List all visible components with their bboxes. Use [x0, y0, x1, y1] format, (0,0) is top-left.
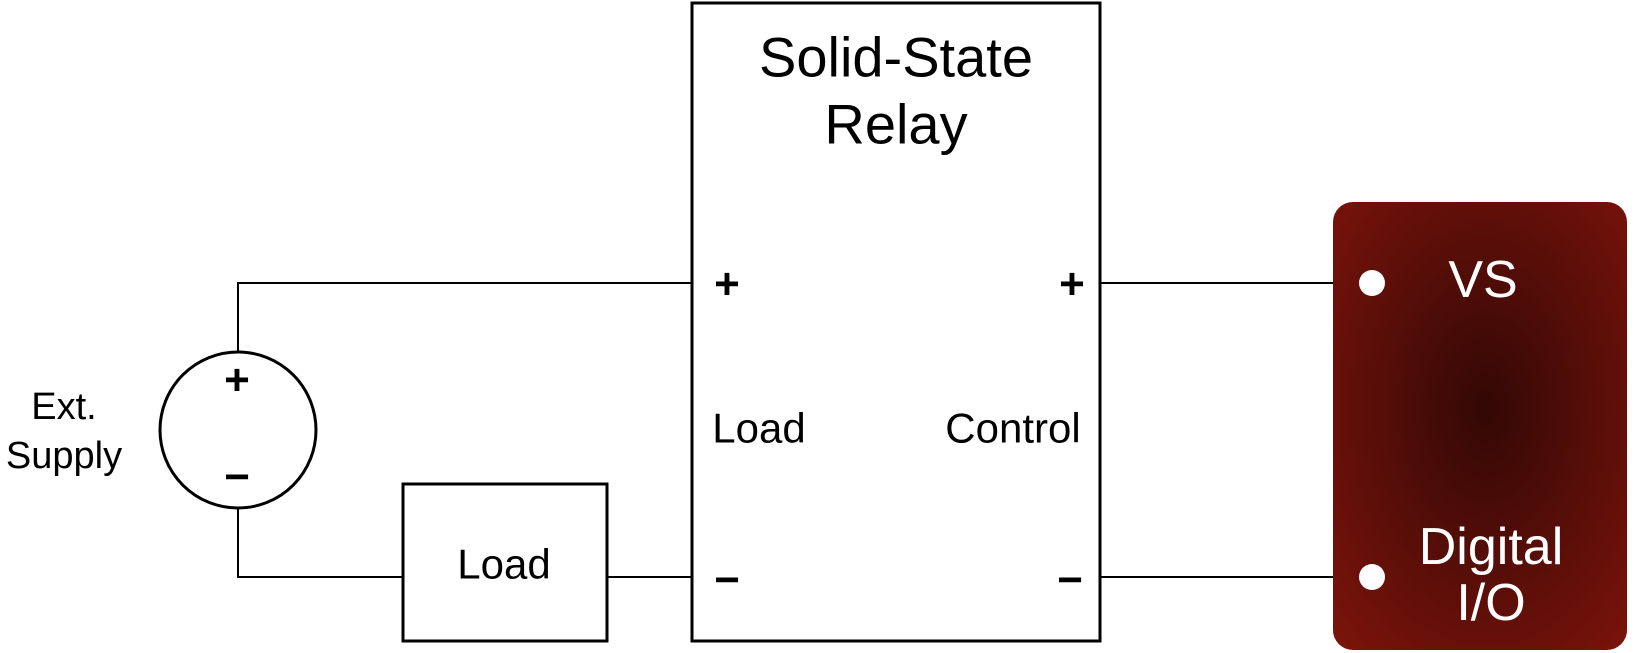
- ext-supply-minus-sign: −: [224, 453, 250, 502]
- relay-title-line1: Solid-State: [759, 26, 1033, 89]
- load-box: [401, 482, 609, 643]
- ext-supply-plus-sign: +: [224, 356, 250, 405]
- device-box: [1333, 202, 1627, 650]
- relay-title-line2: Relay: [824, 93, 967, 156]
- wire-supply-positive-to-relay: [237, 282, 692, 352]
- wire-supply-negative-to-load: [237, 508, 403, 578]
- load-box-label: Load: [457, 541, 550, 588]
- ext-supply-label-line1: Ext.: [31, 386, 96, 428]
- vs-terminal-dot: [1359, 270, 1385, 296]
- ext-supply-label-line2: Supply: [6, 435, 122, 477]
- relay-load-minus-sign: −: [714, 556, 740, 605]
- relay-load-terminal-label: Load: [712, 405, 805, 452]
- relay-load-plus-sign: +: [714, 260, 740, 309]
- relay-control-terminal-label: Control: [945, 405, 1080, 452]
- relay-control-minus-sign: −: [1057, 556, 1083, 605]
- relay-control-plus-sign: +: [1059, 260, 1085, 309]
- digital-io-label-line2: I/O: [1456, 574, 1525, 632]
- relay-box: [690, 1, 1102, 643]
- digital-io-terminal-dot: [1359, 564, 1385, 590]
- ext-supply-source-circle: [158, 350, 318, 510]
- vs-terminal-label: VS: [1448, 251, 1517, 309]
- digital-io-label-line1: Digital: [1419, 518, 1564, 576]
